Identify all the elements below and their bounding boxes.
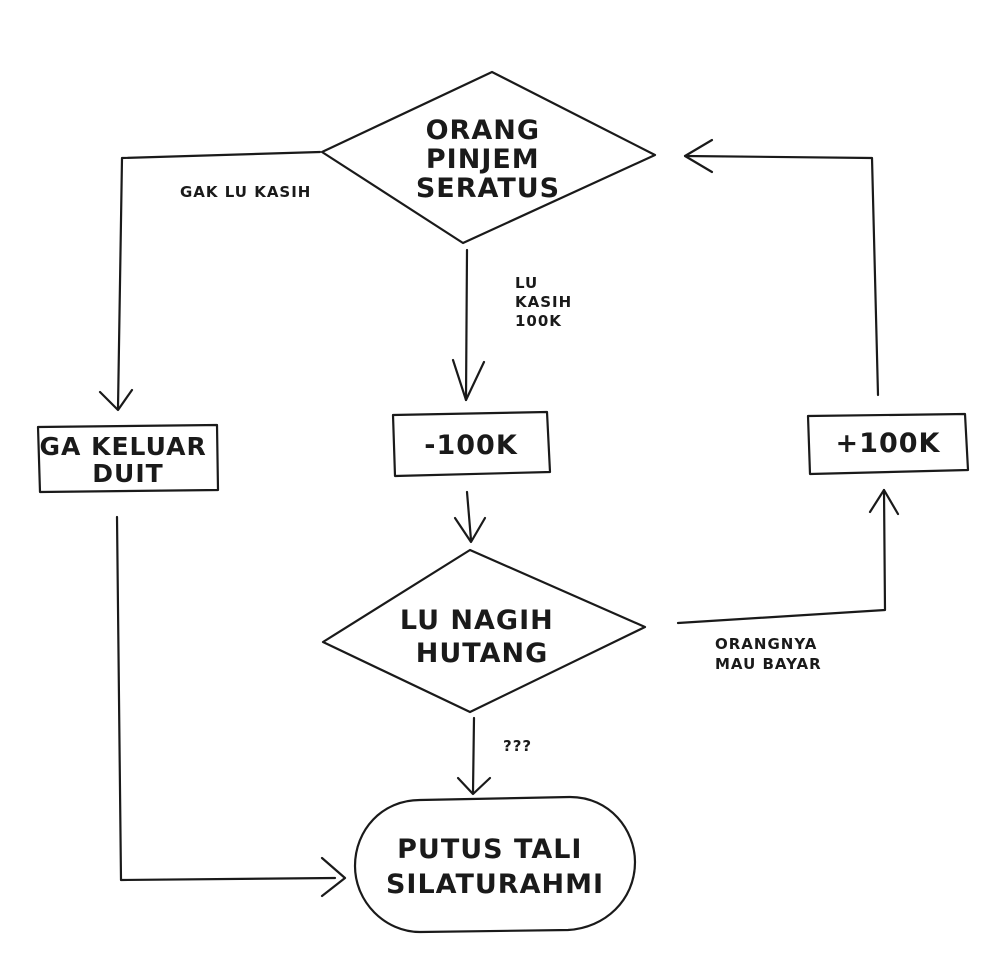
terminal-putus-tali: PUTUS TALI SILATURAHMI	[353, 795, 637, 934]
svg-text:PUTUS TALI SILATURAHMI: PUTUS TALI SILATURAHMI	[386, 834, 604, 900]
box-plus-100k-label: +100K	[836, 428, 941, 459]
svg-text:-100K: -100K	[424, 430, 518, 461]
box-ga-keluar-duit: GA KELUAR DUIT	[36, 423, 220, 494]
decision-orang-pinjem: ORANG PINJEM SERATUS	[320, 70, 657, 245]
box-ga-keluar-duit-line-1: GA KELUAR	[40, 432, 207, 461]
label-orangnya-mau-bayar-line-2: MAU BAYAR	[715, 655, 822, 673]
svg-text:+100K: +100K	[836, 428, 941, 459]
label-lu-kasih-line-1: LU	[515, 274, 538, 292]
decision-lu-nagih-hutang-line-2: HUTANG	[416, 638, 549, 669]
arrow-loop-back	[683, 138, 880, 397]
decision-lu-nagih-hutang-line-1: LU NAGIH	[400, 605, 554, 636]
label-gak-lu-kasih: GAK LU KASIH	[180, 183, 311, 201]
label-orangnya-mau-bayar: ORANGNYA MAU BAYAR	[715, 635, 824, 673]
arrow-orangnya-mau-bayar	[676, 488, 900, 625]
arrow-gak-lu-kasih	[98, 150, 322, 412]
arrow-to-nagih	[453, 490, 487, 544]
decision-orang-pinjem-line-3: SERATUS	[416, 173, 560, 204]
box-ga-keluar-duit-line-2: DUIT	[92, 459, 163, 488]
box-minus-100k-label: -100K	[424, 430, 518, 461]
box-plus-100k: +100K	[806, 412, 970, 476]
arrow-to-putus-tali	[115, 515, 347, 898]
svg-text:GA KELUAR DUIT: GA KELUAR DUIT	[40, 432, 217, 488]
terminal-putus-tali-line-1: PUTUS TALI	[397, 834, 582, 865]
label-unknown: ???	[503, 737, 532, 755]
arrow-lu-kasih	[451, 248, 486, 402]
arrow-unknown	[456, 716, 492, 796]
decision-lu-nagih-hutang: LU NAGIH HUTANG	[321, 548, 647, 714]
terminal-putus-tali-line-2: SILATURAHMI	[386, 869, 604, 900]
label-lu-kasih-line-3: 100K	[515, 312, 562, 330]
box-minus-100k: -100K	[391, 410, 552, 478]
label-lu-kasih: LU KASIH 100K	[515, 274, 578, 330]
svg-text:LU NAGIH HUTANG: LU NAGIH HUTANG	[400, 605, 564, 669]
decision-orang-pinjem-line-1: ORANG	[426, 115, 540, 146]
label-lu-kasih-line-2: KASIH	[515, 293, 572, 311]
svg-text:ORANG PINJEM SERAT: ORANG PINJEM SERATUS	[416, 115, 560, 204]
decision-orang-pinjem-line-2: PINJEM	[426, 144, 540, 175]
label-orangnya-mau-bayar-line-1: ORANGNYA	[715, 635, 817, 653]
